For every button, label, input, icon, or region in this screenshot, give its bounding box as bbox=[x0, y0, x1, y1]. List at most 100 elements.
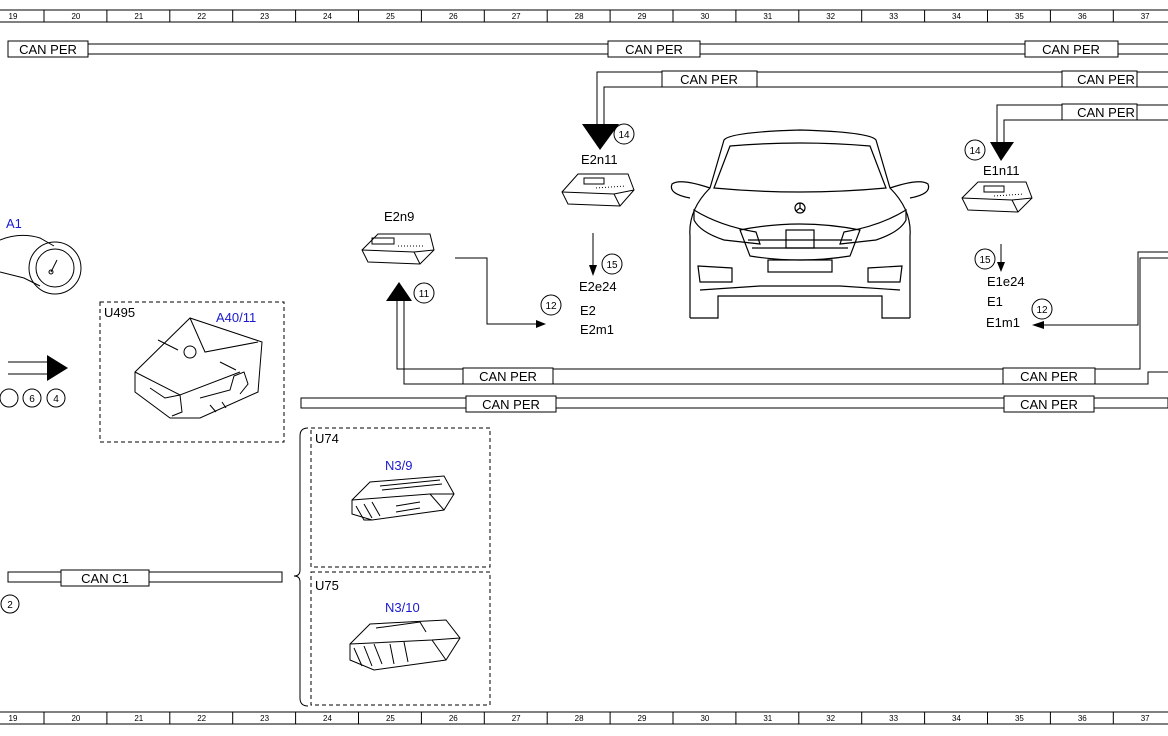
can-per-label: CAN PER bbox=[1020, 369, 1078, 384]
ref-circle-14-right bbox=[964, 139, 986, 161]
can-per-label: CAN PER bbox=[1042, 42, 1100, 57]
n3-9-label: N3/9 bbox=[385, 458, 412, 473]
e2n9-signal-line bbox=[455, 257, 546, 328]
e1-label: E1 bbox=[987, 294, 1003, 309]
ruler-number: 36 bbox=[1078, 12, 1087, 21]
a1-label: A1 bbox=[6, 216, 22, 231]
can-per-bus-middle bbox=[396, 257, 1168, 385]
ruler-number: 25 bbox=[386, 714, 395, 723]
e2-label: E2 bbox=[580, 303, 596, 318]
ref-12: 12 bbox=[545, 301, 557, 312]
ruler-number: 23 bbox=[260, 12, 269, 21]
ruler-number: 31 bbox=[763, 714, 772, 723]
u75-dashed-box bbox=[310, 571, 491, 706]
ref-11: 11 bbox=[419, 289, 430, 300]
u495-label: U495 bbox=[104, 305, 135, 320]
e2n9-label: E2n9 bbox=[384, 209, 414, 224]
can-per-label: CAN PER bbox=[1077, 105, 1135, 120]
ruler-number: 29 bbox=[638, 12, 647, 21]
e1n11-module-icon bbox=[961, 181, 1033, 213]
a40-11-label: A40/11 bbox=[216, 310, 256, 325]
can-per-bus-upper bbox=[596, 71, 1168, 125]
ruler-number: 19 bbox=[9, 12, 18, 21]
ruler-number: 23 bbox=[260, 714, 269, 723]
brace bbox=[293, 427, 309, 707]
can-per-label: CAN PER bbox=[1077, 72, 1135, 87]
ref-15: 15 bbox=[606, 260, 618, 271]
ref-14: 14 bbox=[969, 146, 981, 157]
ruler-number: 28 bbox=[575, 12, 584, 21]
arrow-to-e1n11 bbox=[990, 142, 1014, 161]
left-bus-arrow bbox=[8, 355, 68, 381]
u495-dashed-box bbox=[99, 301, 285, 443]
ref-4: 4 bbox=[53, 394, 59, 405]
e2e24-label: E2e24 bbox=[579, 279, 617, 294]
ruler-number: 35 bbox=[1015, 714, 1024, 723]
e1n11-to-e1e24-arrow bbox=[997, 244, 1005, 272]
ruler-number: 24 bbox=[323, 12, 332, 21]
e2n11-to-e2e24-arrow bbox=[589, 233, 597, 276]
can-c1-label: CAN C1 bbox=[81, 571, 129, 586]
ruler-number: 26 bbox=[449, 714, 458, 723]
can-label-boxes bbox=[7, 40, 1138, 587]
can-per-label: CAN PER bbox=[479, 369, 537, 384]
ruler-number: 26 bbox=[449, 12, 458, 21]
ruler-number: 33 bbox=[889, 714, 898, 723]
ruler-number: 29 bbox=[638, 714, 647, 723]
u74-dashed-box bbox=[310, 427, 491, 568]
ruler-number: 27 bbox=[512, 12, 521, 21]
ref-14: 14 bbox=[618, 130, 630, 141]
ruler-number: 21 bbox=[134, 12, 143, 21]
ruler-number: 37 bbox=[1141, 714, 1150, 723]
can-per-label: CAN PER bbox=[625, 42, 683, 57]
ref-6: 6 bbox=[29, 394, 35, 405]
ruler-number: 35 bbox=[1015, 12, 1024, 21]
ruler-number: 19 bbox=[9, 714, 18, 723]
ref-markers-left: 6 4 2 bbox=[0, 388, 66, 614]
n3-9-ecu-icon bbox=[351, 475, 455, 521]
ruler-number: 34 bbox=[952, 12, 961, 21]
e1e24-label: E1e24 bbox=[987, 274, 1025, 289]
ruler-number: 25 bbox=[386, 12, 395, 21]
e2n11-module-icon bbox=[561, 173, 635, 207]
can-per-label: CAN PER bbox=[680, 72, 738, 87]
ruler-number: 30 bbox=[700, 12, 709, 21]
e1m1-label: E1m1 bbox=[986, 315, 1020, 330]
ruler-number: 20 bbox=[71, 714, 80, 723]
instrument-cluster-icon bbox=[0, 234, 82, 295]
ruler-number: 28 bbox=[575, 714, 584, 723]
can-per-label: CAN PER bbox=[19, 42, 77, 57]
ruler-number: 36 bbox=[1078, 714, 1087, 723]
ref-circle-12 bbox=[540, 294, 562, 316]
can-per-label: CAN PER bbox=[482, 397, 540, 412]
u74-label: U74 bbox=[315, 431, 339, 446]
ruler-number: 31 bbox=[763, 12, 772, 21]
camera-module-icon bbox=[134, 317, 263, 419]
n3-10-label: N3/10 bbox=[385, 600, 420, 615]
car-front-icon bbox=[670, 129, 930, 319]
ruler-number: 34 bbox=[952, 714, 961, 723]
e1-signal-line bbox=[1032, 251, 1168, 329]
ruler-number: 27 bbox=[512, 714, 521, 723]
e2n11-label: E2n11 bbox=[581, 152, 618, 167]
ruler-number: 37 bbox=[1141, 12, 1150, 21]
ruler-number: 30 bbox=[700, 714, 709, 723]
can-per-bus-right bbox=[996, 104, 1168, 143]
ruler-number: 21 bbox=[134, 714, 143, 723]
ruler-number: 32 bbox=[826, 714, 835, 723]
ruler-number: 33 bbox=[889, 12, 898, 21]
ref-circle-15 bbox=[601, 253, 623, 275]
arrow-to-e2n11 bbox=[582, 124, 619, 150]
n3-10-ecu-icon bbox=[349, 619, 461, 671]
ruler-number: 22 bbox=[197, 12, 206, 21]
e1n11-label: E1n11 bbox=[983, 163, 1020, 178]
e2m1-label: E2m1 bbox=[580, 322, 614, 337]
e2n9-module-icon bbox=[361, 233, 435, 265]
ruler-number: 20 bbox=[71, 12, 80, 21]
ref-2: 2 bbox=[7, 600, 13, 611]
ref-circle-15-right bbox=[974, 248, 996, 270]
can-per-label: CAN PER bbox=[1020, 397, 1078, 412]
